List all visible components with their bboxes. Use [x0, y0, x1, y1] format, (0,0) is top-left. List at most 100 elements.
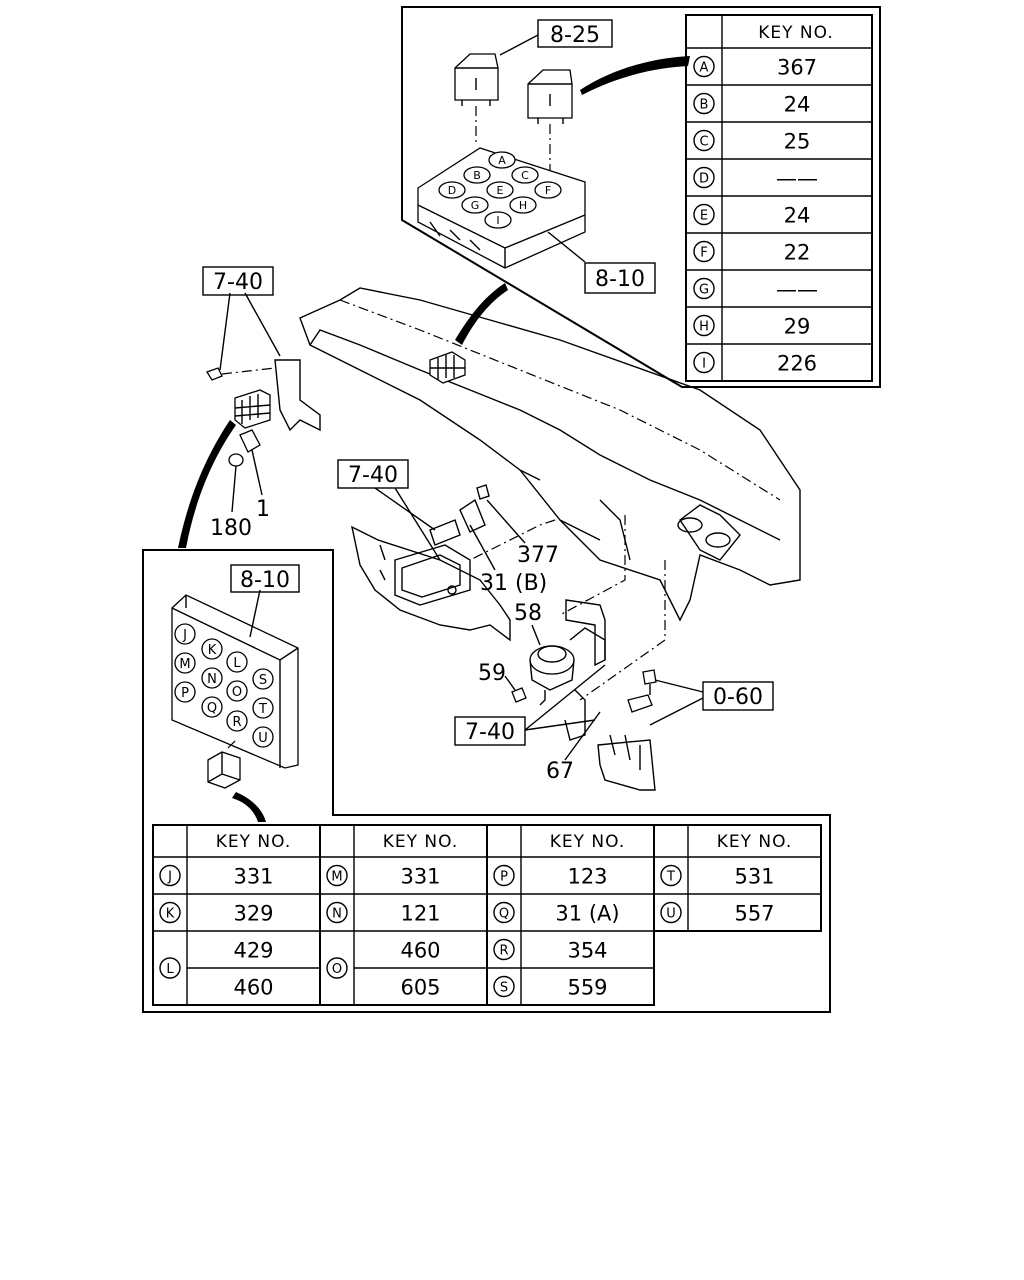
ref-box-7-40-low[interactable]: 7-40: [454, 716, 526, 746]
bottom-value-k-0: 329: [233, 902, 273, 926]
left-socket-r: R: [232, 715, 241, 730]
leader-1: [251, 449, 263, 496]
pointer-arrow-top: [580, 56, 690, 95]
top-key-g-circle: [693, 277, 715, 300]
left-socket-n: N: [207, 672, 217, 687]
ref-box-0-60[interactable]: 0-60: [702, 681, 774, 711]
top-socket-b: B: [473, 169, 481, 182]
top-value-b: 24: [784, 93, 811, 117]
top-value-c: 25: [784, 130, 811, 154]
bottom-key-q-circle: [493, 901, 515, 924]
bottom-header-col4: KEY NO.: [717, 832, 793, 852]
part-label-67: 67: [546, 759, 574, 784]
leader-7-40-left: [219, 292, 281, 371]
bottom-key-o: O: [332, 962, 342, 977]
ref-text-7-40-low: 7-40: [465, 720, 515, 745]
top-key-h-circle: [693, 314, 715, 337]
bottom-value-o-1: 605: [400, 976, 440, 1000]
top-key-d: D: [699, 172, 709, 187]
top-key-c-circle: [693, 129, 715, 152]
top-key-f-circle: [693, 240, 715, 263]
top-key-f: F: [700, 246, 707, 261]
leader-31b: [469, 524, 496, 571]
ref-text-7-40-left: 7-40: [213, 270, 263, 295]
pointer-arrow-box: [455, 283, 508, 345]
top-value-a: 367: [777, 56, 817, 80]
top-key-g: G: [699, 283, 709, 298]
leader-7-40-low: [524, 664, 606, 731]
left-socket-u: U: [258, 731, 268, 746]
bottom-key-n-circle: [326, 901, 348, 924]
bottom-key-k-circle: [159, 901, 181, 924]
pointer-arrow-left: [178, 420, 236, 548]
part-label-377: 377: [517, 543, 559, 568]
relay-8-25-right: [527, 69, 573, 170]
top-table-header: KEY NO.: [758, 23, 834, 43]
bottom-key-m: M: [331, 870, 342, 885]
top-key-b-circle: [693, 92, 715, 115]
left-bracket: [206, 359, 321, 467]
left-socket-m: M: [179, 657, 190, 672]
leader-67: [564, 711, 601, 761]
left-socket-s: S: [259, 673, 267, 688]
part-label-58: 58: [514, 601, 542, 626]
bottom-header-col3: KEY NO.: [550, 832, 626, 852]
top-socket-f: F: [545, 184, 551, 197]
top-key-e-circle: [693, 203, 715, 226]
leader-7-40-mid: [374, 487, 441, 561]
bottom-header-col1: KEY NO.: [216, 832, 292, 852]
top-key-h: H: [699, 320, 709, 335]
leader-8-25: [499, 34, 539, 56]
left-socket-t: T: [258, 702, 267, 717]
bottom-value-s-0: 559: [567, 976, 607, 1000]
top-value-g: ——: [776, 278, 818, 302]
ref-box-7-40-mid[interactable]: 7-40: [337, 459, 409, 489]
bottom-key-s-circle: [493, 975, 515, 998]
top-socket-a: A: [498, 154, 506, 167]
ref-box-7-40-left[interactable]: 7-40: [202, 266, 274, 296]
bottom-key-t: T: [666, 870, 675, 885]
relay-8-25-left: [454, 53, 499, 145]
bottom-value-p-0: 123: [567, 865, 607, 889]
bottom-value-m-0: 331: [400, 865, 440, 889]
leader-59: [504, 675, 516, 691]
bottom-key-k: K: [166, 907, 175, 922]
left-socket-l: L: [233, 656, 241, 671]
top-key-i-circle: [693, 351, 715, 374]
top-socket-h: H: [519, 199, 527, 212]
top-key-d-circle: [693, 166, 715, 189]
bottom-key-p: P: [500, 870, 508, 885]
leader-377: [486, 499, 526, 544]
top-inset-frame: [401, 6, 881, 388]
left-socket-q: Q: [207, 701, 217, 716]
leader-8-10-left: [249, 589, 261, 638]
bottom-key-t-circle: [660, 864, 682, 887]
top-key-c: C: [699, 135, 708, 150]
part-label-59: 59: [478, 661, 506, 686]
route-lines: [469, 515, 666, 701]
top-key-a: A: [700, 61, 709, 76]
ref-text-8-10-top: 8-10: [595, 267, 645, 292]
instrument-panel: [299, 287, 801, 622]
top-key-e: E: [700, 209, 708, 224]
ref-box-8-10-top[interactable]: 8-10: [584, 262, 656, 294]
ref-box-8-10-left[interactable]: 8-10: [230, 564, 300, 593]
part-label-31b: 31 (B): [480, 571, 547, 596]
left-socket-k: K: [208, 643, 217, 658]
top-key-b: B: [700, 98, 709, 113]
ref-box-8-25[interactable]: 8-25: [537, 19, 613, 48]
bottom-key-r-circle: [493, 938, 515, 961]
top-value-i: 226: [777, 352, 817, 376]
bottom-value-t-0: 531: [734, 865, 774, 889]
top-socket-e: E: [497, 184, 504, 197]
bottom-key-o-circle: [326, 957, 348, 979]
leader-180: [231, 465, 237, 513]
top-socket-i: I: [496, 214, 499, 227]
bottom-value-q-0: 31 (A): [555, 902, 619, 926]
bottom-key-u: U: [666, 907, 676, 922]
leader-8-10-top: [547, 231, 586, 263]
